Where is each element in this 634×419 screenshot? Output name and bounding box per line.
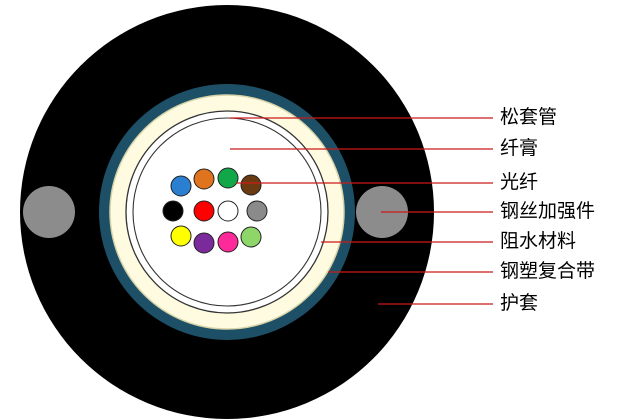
label-water-blocking-material: 阻水材料 [500, 230, 577, 252]
fiber-brown [240, 174, 262, 196]
fiber-purple [193, 232, 215, 254]
fiber-green [217, 167, 239, 189]
label-steel-wire-strength-member: 钢丝加强件 [500, 200, 596, 222]
fiber-blue [170, 175, 192, 197]
fiber-black [162, 200, 184, 222]
label-steel-plastic-tape: 钢塑复合带 [500, 260, 596, 282]
fiber-orange [193, 168, 215, 190]
fiber-pink [217, 231, 239, 253]
fiber-white [217, 200, 239, 222]
label-fiber-gel: 纤膏 [500, 137, 539, 159]
fiber-red [193, 200, 215, 222]
fiber-gray [246, 200, 268, 222]
label-optical-fiber: 光纤 [500, 171, 539, 193]
label-loose-tube: 松套管 [500, 106, 558, 128]
label-sheath: 护套 [500, 292, 539, 314]
strength-member-left [23, 186, 75, 238]
fiber-yellow [170, 225, 192, 247]
fiber-light-green [240, 226, 262, 248]
